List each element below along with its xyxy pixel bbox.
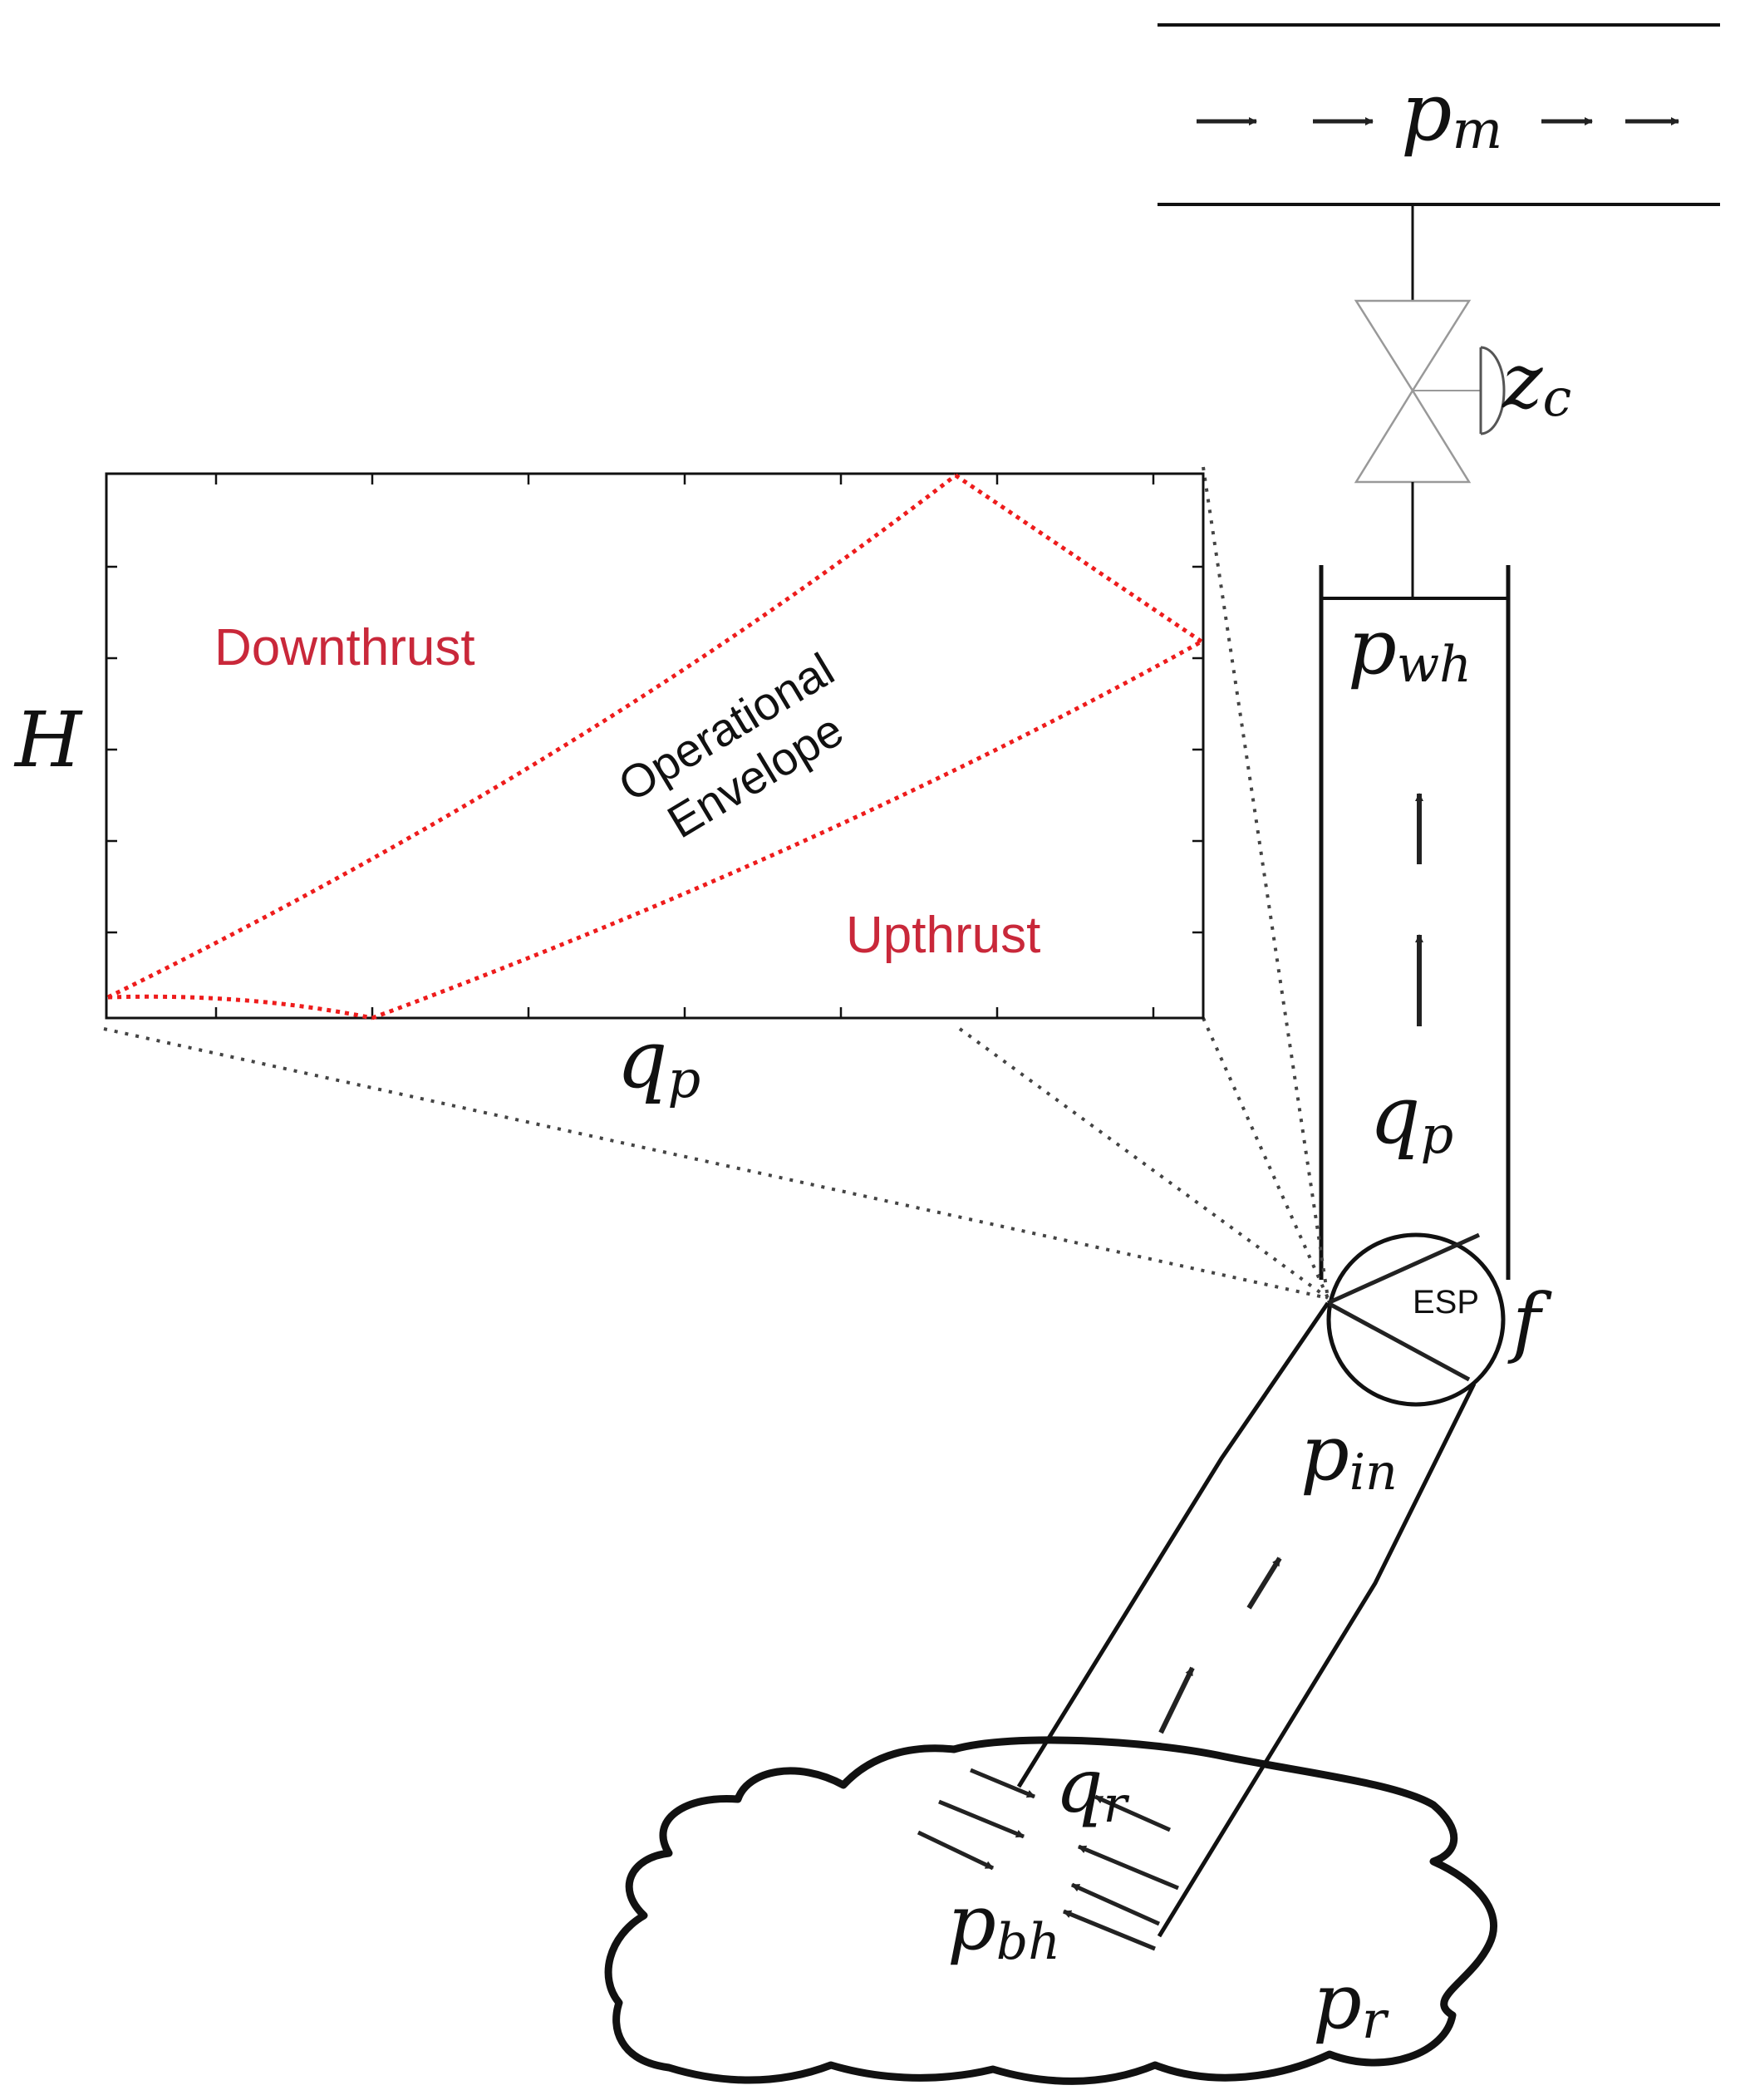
pump-casing bbox=[1326, 1232, 1506, 1407]
wellbore-left-wall bbox=[1016, 1301, 1330, 1788]
inset-chart: Downthrust Upthrust Operational Envelope… bbox=[13, 472, 1205, 1109]
maximum-speed-boundary bbox=[954, 473, 1203, 644]
pump-flow-label: qp bbox=[1369, 1069, 1453, 1165]
choke-valve: zc bbox=[1354, 204, 1571, 598]
zoom-callout-lines bbox=[103, 466, 1330, 1300]
lower-wellbore: pin bbox=[1016, 1301, 1477, 1938]
pump-vane-lower bbox=[1326, 1301, 1471, 1382]
reservoir-pressure-label: pr bbox=[1313, 1957, 1389, 2050]
esp-pump: ESP f bbox=[1326, 1232, 1552, 1407]
upthrust-region-label: Upthrust bbox=[846, 907, 1040, 964]
choke-opening-label: zc bbox=[1502, 337, 1571, 428]
wellhead-pressure-label: pwh bbox=[1348, 602, 1472, 694]
valve-actuator-dome bbox=[1480, 346, 1506, 435]
wellbore-right-wall bbox=[1157, 1382, 1477, 1938]
downthrust-region-label: Downthrust bbox=[214, 619, 475, 676]
valve-lower-cone bbox=[1354, 388, 1472, 484]
inset-x-axis-label: qp bbox=[617, 1013, 700, 1109]
manifold-pressure-label: pm bbox=[1401, 66, 1502, 161]
tubing: pwh qp bbox=[1319, 565, 1511, 1280]
inset-chart-ticks bbox=[106, 474, 1203, 1018]
inset-chart-frame bbox=[105, 472, 1205, 1020]
pump-label: ESP bbox=[1413, 1284, 1479, 1320]
wellbore-flow-arrows bbox=[1158, 1557, 1282, 1734]
intake-pressure-label: pin bbox=[1300, 1409, 1398, 1502]
manifold: pm bbox=[1158, 23, 1720, 206]
pump-frequency-label: f bbox=[1507, 1277, 1552, 1366]
envelope-boundaries bbox=[106, 473, 1203, 1020]
inset-y-axis-label: H bbox=[13, 696, 83, 784]
valve-upper-cone bbox=[1354, 299, 1472, 393]
pump-vane-upper bbox=[1326, 1232, 1481, 1306]
bottomhole-pressure-label: pbh bbox=[947, 1878, 1060, 1971]
reservoir: qr pbh pr bbox=[604, 1736, 1497, 2085]
reservoir-inflow-arrows bbox=[917, 1768, 1179, 1951]
reservoir-inflow-label: qr bbox=[1055, 1743, 1130, 1834]
reservoir-boundary bbox=[604, 1736, 1497, 2085]
downthrust-boundary bbox=[106, 474, 957, 1000]
